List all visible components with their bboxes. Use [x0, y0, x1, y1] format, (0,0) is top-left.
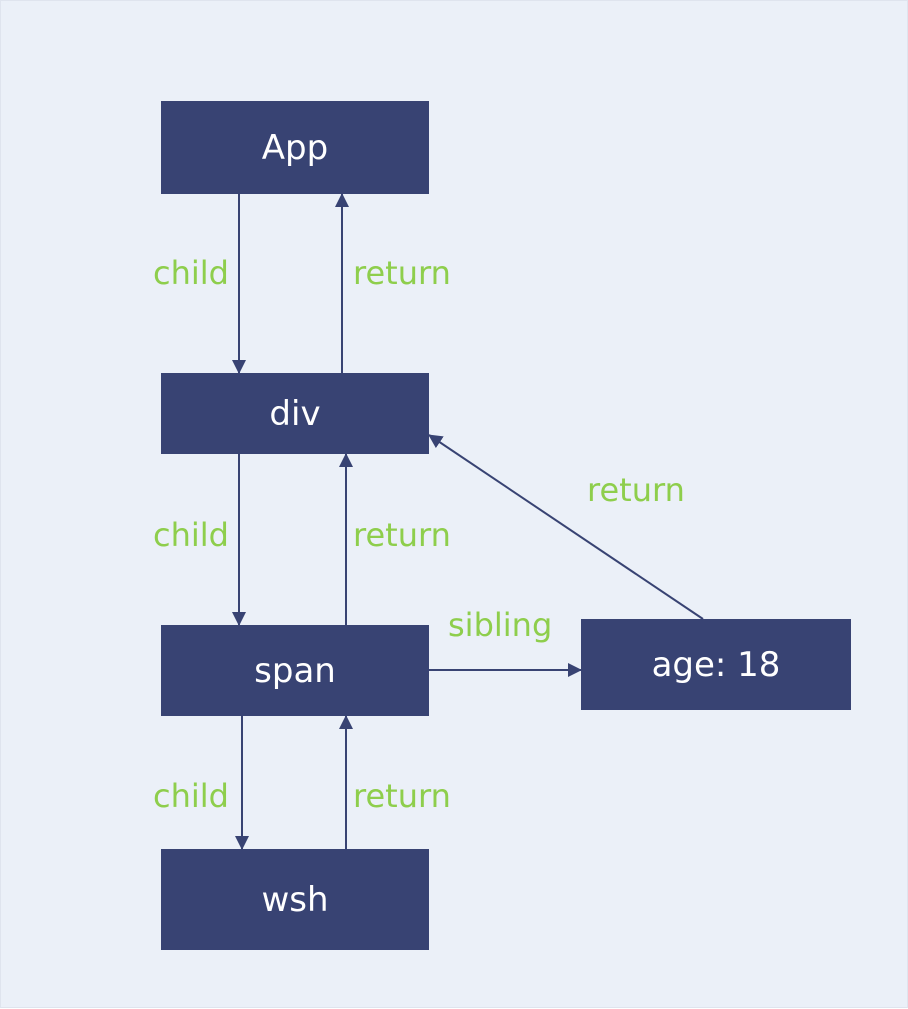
label-wsh-span-return: return [353, 777, 451, 815]
label-div-span-child: child [153, 516, 229, 554]
label-div-app-return: return [353, 254, 451, 292]
edge-age-div-return [428, 434, 704, 620]
node-span: span [161, 625, 429, 716]
label-span-wsh-child: child [153, 777, 229, 815]
label-span-div-return: return [353, 516, 451, 554]
label-age-div-return: return [587, 471, 685, 509]
node-div: div [161, 373, 429, 454]
node-app: App [161, 101, 429, 194]
label-app-div-child: child [153, 254, 229, 292]
label-span-age-sibling: sibling [448, 606, 553, 644]
node-age: age: 18 [581, 619, 851, 710]
node-wsh: wsh [161, 849, 429, 950]
